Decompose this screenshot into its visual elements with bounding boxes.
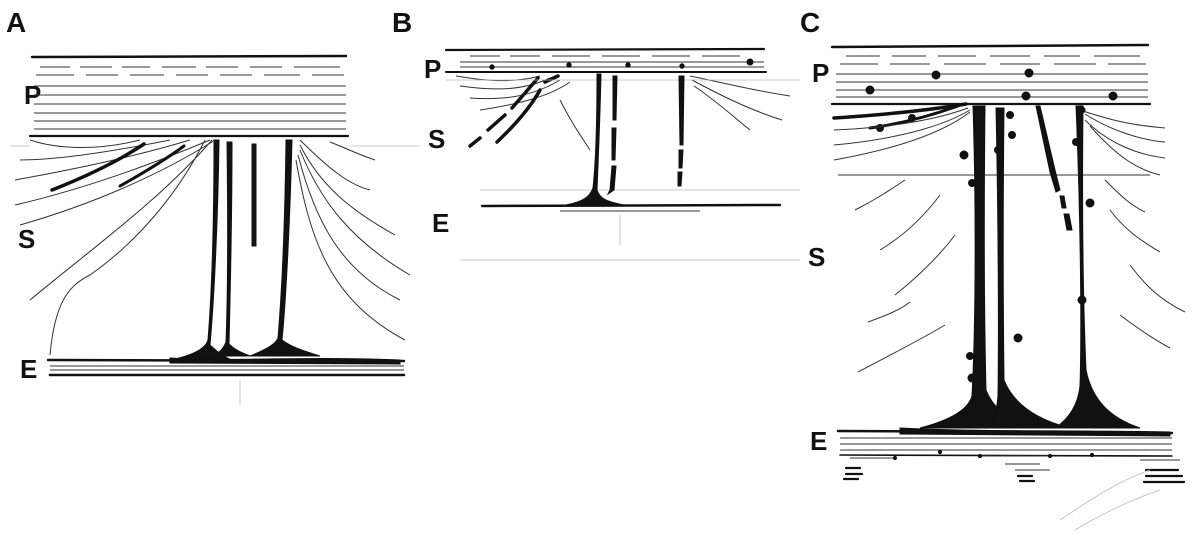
panel-b-p-layer [444,47,767,73]
panel-a-e-layer [46,358,406,405]
panel-a-s-fibers [10,139,420,356]
panel-c: C P S E [800,7,1186,531]
panel-c-columns [899,105,1171,437]
panel-c-label-p: P [812,58,829,88]
panel-b-label-e: E [432,208,449,238]
panel-a-letter: A [6,7,26,38]
panel-b-label-s: S [428,124,445,154]
panel-a-label-e: E [20,354,37,384]
panel-a: A P S E [6,7,420,405]
panel-a-label-p: P [24,80,41,110]
panel-a-columns [169,139,401,365]
panel-a-p-layer [28,54,350,138]
panel-c-letter: C [800,7,820,38]
panel-b-e-layer [480,203,782,245]
panel-b-columns [559,73,685,207]
panel-b-label-p: P [424,54,441,84]
panel-c-label-e: E [810,426,827,456]
panel-c-s-fibers [832,102,1186,373]
panel-b-letter: B [392,7,412,38]
panel-c-label-s: S [808,242,825,272]
panel-c-p-layer [830,43,1152,106]
panel-b: B P S E [392,7,800,261]
panel-a-label-s: S [18,224,35,254]
panel-c-e-layer [836,429,1186,531]
panel-b-s-fibers [446,74,800,261]
